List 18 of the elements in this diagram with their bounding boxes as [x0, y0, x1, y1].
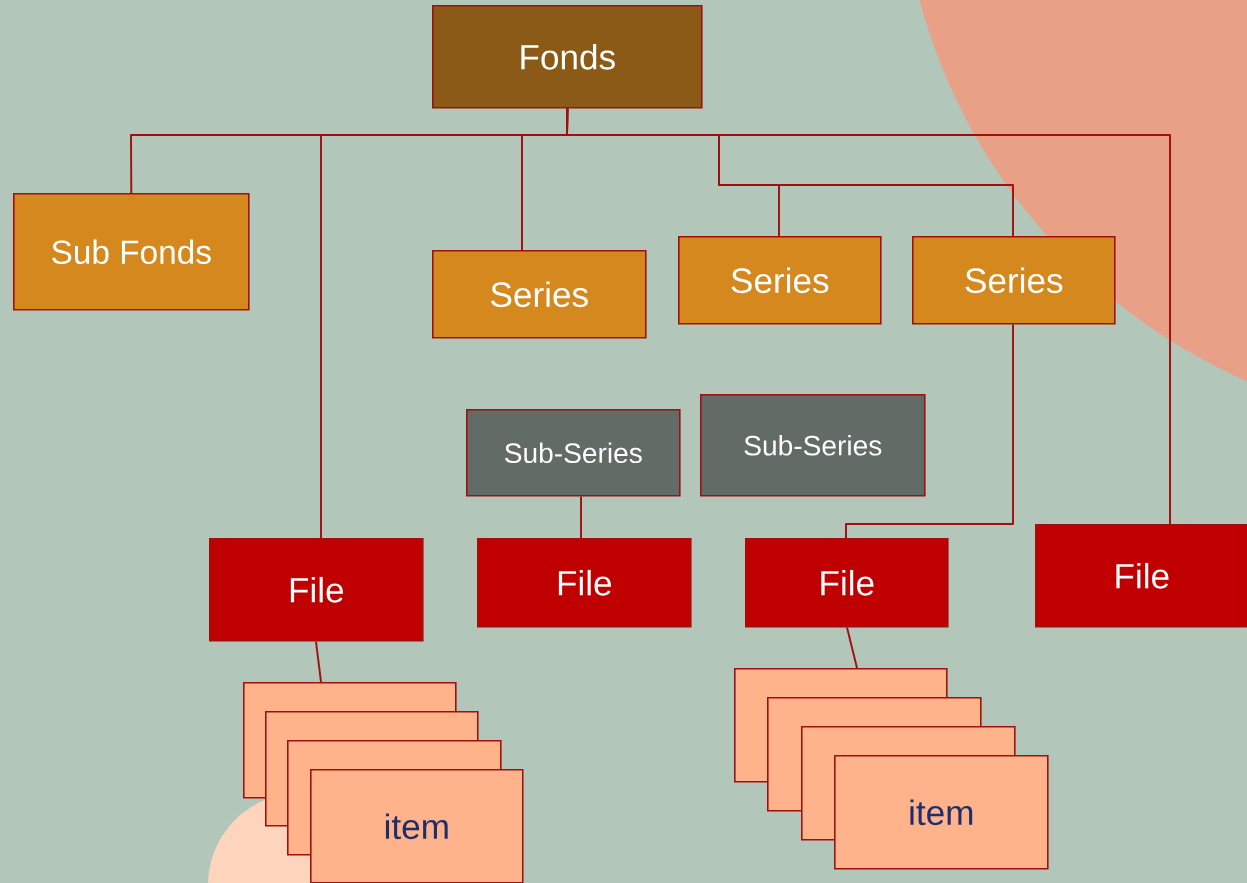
series-box: Series	[432, 250, 647, 339]
connector-line	[580, 495, 582, 539]
connector-line	[566, 107, 1171, 525]
file-box: File	[477, 538, 692, 628]
connector-line	[845, 323, 1014, 539]
sub-series-box: Sub-Series	[700, 394, 926, 497]
connector-line	[315, 640, 322, 683]
sub-fonds-box: Sub Fonds	[13, 193, 250, 311]
connector-line	[846, 626, 858, 669]
file-box: File	[209, 538, 424, 642]
sub-series-box: Sub-Series	[466, 409, 681, 497]
file-box: File	[745, 538, 949, 628]
item-card: item	[834, 755, 1049, 870]
item-card: item	[310, 769, 524, 883]
series-box: Series	[678, 236, 882, 325]
fonds-box: Fonds	[432, 5, 703, 109]
file-box: File	[1035, 524, 1247, 628]
series-box: Series	[912, 236, 1116, 325]
